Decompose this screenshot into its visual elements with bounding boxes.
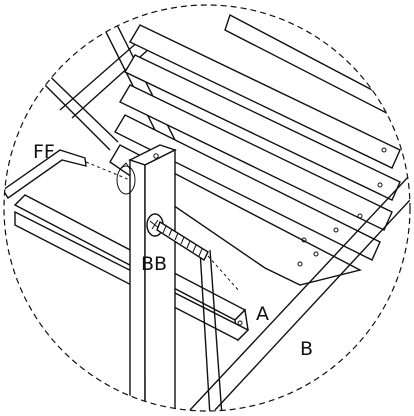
bolt-icon: [146, 213, 241, 293]
magnify-circle: [3, 4, 411, 412]
label-ff: FF: [33, 141, 55, 163]
label-bb: BB: [141, 253, 167, 275]
label-a: A: [256, 303, 269, 325]
side-part-b: [189, 174, 410, 411]
label-b: B: [300, 338, 313, 360]
leg-post: [128, 144, 223, 411]
seat-slats: [109, 13, 410, 286]
slat-holes: [297, 147, 387, 267]
magnified-detail: [4, 13, 410, 411]
rotation-arrow-icon: [116, 162, 136, 195]
allen-key-icon: [4, 149, 131, 199]
